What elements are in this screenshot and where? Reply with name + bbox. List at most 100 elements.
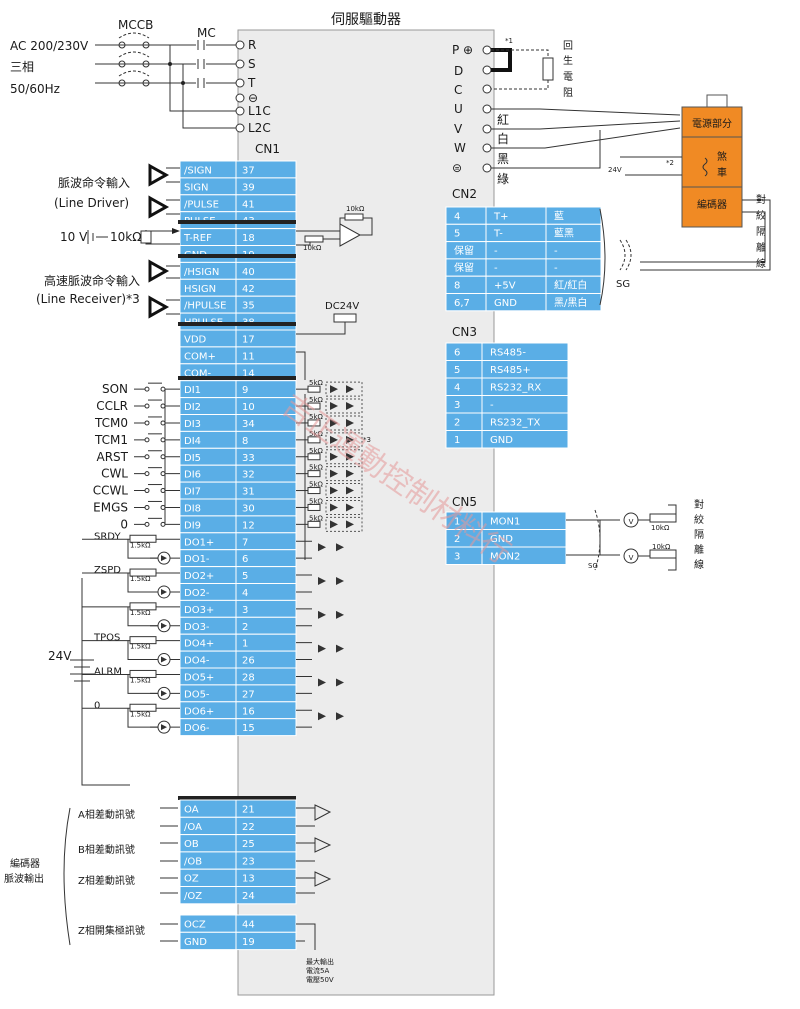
cn5-twisted-3: 隔 <box>694 529 704 541</box>
oc-note-2: 電流5A <box>306 966 329 975</box>
connector-pin: 保留 <box>454 261 474 274</box>
regen-resistor <box>542 57 554 81</box>
meter-label-2: V <box>629 554 634 562</box>
motor-brake-block <box>681 136 743 188</box>
connector-signal: T- <box>493 229 503 240</box>
cn2-row: 保留-- <box>445 241 602 260</box>
cn1-signal: /OZ <box>184 891 202 902</box>
di-note: *3 <box>363 436 371 444</box>
cn1-signal: /PULSE <box>184 199 219 210</box>
cn1-signal: DI3 <box>184 419 201 430</box>
wire-color: 紅/紅白 <box>554 279 587 292</box>
cn2-title: CN2 <box>452 187 477 201</box>
cn1-pin: 30 <box>242 504 255 515</box>
encoder-output-section: A相差動訊號 B相差動訊號 Z相差動訊號 編碼器 脈波輸出 Z相開集極訊號 最大… <box>4 804 334 984</box>
cn1-row: DO2-4 <box>179 583 297 601</box>
wire-color: 藍 <box>554 209 564 222</box>
cn3-row: 3- <box>445 395 569 414</box>
do-resistor: 1.5kΩ <box>130 676 151 684</box>
cn1-pin: 16 <box>242 706 255 717</box>
cn1-pin: 10 <box>242 402 255 413</box>
brake-voltage: 24V <box>608 166 622 174</box>
connector-signal: GND <box>494 298 517 309</box>
connector-signal: MON1 <box>490 517 520 528</box>
z-oc-label: Z相開集極訊號 <box>78 924 145 937</box>
cn1-row: DO4+1 <box>179 633 297 652</box>
cn1-signal: OZ <box>184 874 199 885</box>
connector-signal: GND <box>490 534 513 545</box>
cn1-signal: T-REF <box>183 233 212 244</box>
connector-pin: 2 <box>454 418 460 429</box>
connector-pin: 5 <box>454 365 460 376</box>
di-resistor: 5kΩ <box>309 497 324 505</box>
driver-icon <box>148 163 180 219</box>
cn1-pin: 12 <box>242 520 255 531</box>
connector-pin: 2 <box>454 534 460 545</box>
twisted-char-3: 隔 <box>756 226 766 238</box>
cn1-pin: 14 <box>242 368 255 379</box>
cn1-signal: GND <box>184 937 207 948</box>
cn2-row: 保留-- <box>445 258 602 277</box>
cn1-row: COM+11 <box>179 346 297 365</box>
connector-signal: RS485- <box>490 348 526 359</box>
connector-signal: MON2 <box>490 552 520 563</box>
terminal-motor-ground: ⊜ <box>452 161 462 175</box>
terminal-l2c: L2C <box>248 121 271 135</box>
connector-signal: RS232_TX <box>490 418 540 429</box>
cn1-row: DO1+7 <box>179 532 297 551</box>
cn1-signal: COM- <box>184 368 211 379</box>
twisted-char-2: 絞 <box>756 209 766 222</box>
di-resistor: 5kΩ <box>309 464 324 472</box>
di-label: TCM1 <box>94 433 128 447</box>
do-label: TPOS <box>93 633 120 644</box>
p-d-jumper <box>491 48 512 72</box>
cn1-row: DO2+5 <box>179 566 297 584</box>
connector-pin: 1 <box>454 435 460 446</box>
cn1-signal: HSIGN <box>184 284 216 295</box>
terminal-c: C <box>454 83 462 97</box>
cn1-pin: 41 <box>242 199 255 210</box>
cn1-pin: 13 <box>242 874 255 885</box>
motor-power-label: 電源部分 <box>692 117 732 130</box>
di-resistor: 5kΩ <box>309 514 324 522</box>
cn1-pin: 5 <box>242 571 248 582</box>
cn1-pin: 39 <box>242 182 255 193</box>
cn1-signal: /SIGN <box>184 166 212 177</box>
cn1-signal: DO1- <box>184 554 210 565</box>
cn5-twisted-5: 線 <box>694 558 704 571</box>
regen-note: *1 <box>505 37 513 45</box>
color-white: 白 <box>497 131 509 146</box>
connector-pin: 3 <box>454 552 460 563</box>
do-label: ALRM <box>94 666 122 677</box>
motor-encoder-block <box>681 186 743 228</box>
cn1-signal: DI8 <box>184 504 201 515</box>
wire-color: - <box>554 263 558 274</box>
do-resistor: 1.5kΩ <box>130 609 151 617</box>
z-signal-label: Z相差動訊號 <box>78 874 135 887</box>
color-red: 紅 <box>497 113 509 127</box>
b-signal-label: B相差動訊號 <box>78 843 135 856</box>
cn1-pin: 21 <box>242 805 255 816</box>
meter-label-1: V <box>629 518 634 526</box>
terminal-r: R <box>248 38 256 52</box>
di-label: EMGS <box>93 500 128 514</box>
connector-signal: - <box>494 246 498 257</box>
connector-pin: 8 <box>454 281 460 292</box>
cn5-twisted-2: 絞 <box>694 513 704 526</box>
cn1-row: /PULSE 41 <box>179 194 297 213</box>
cn1-row: DO6+16 <box>179 701 297 720</box>
